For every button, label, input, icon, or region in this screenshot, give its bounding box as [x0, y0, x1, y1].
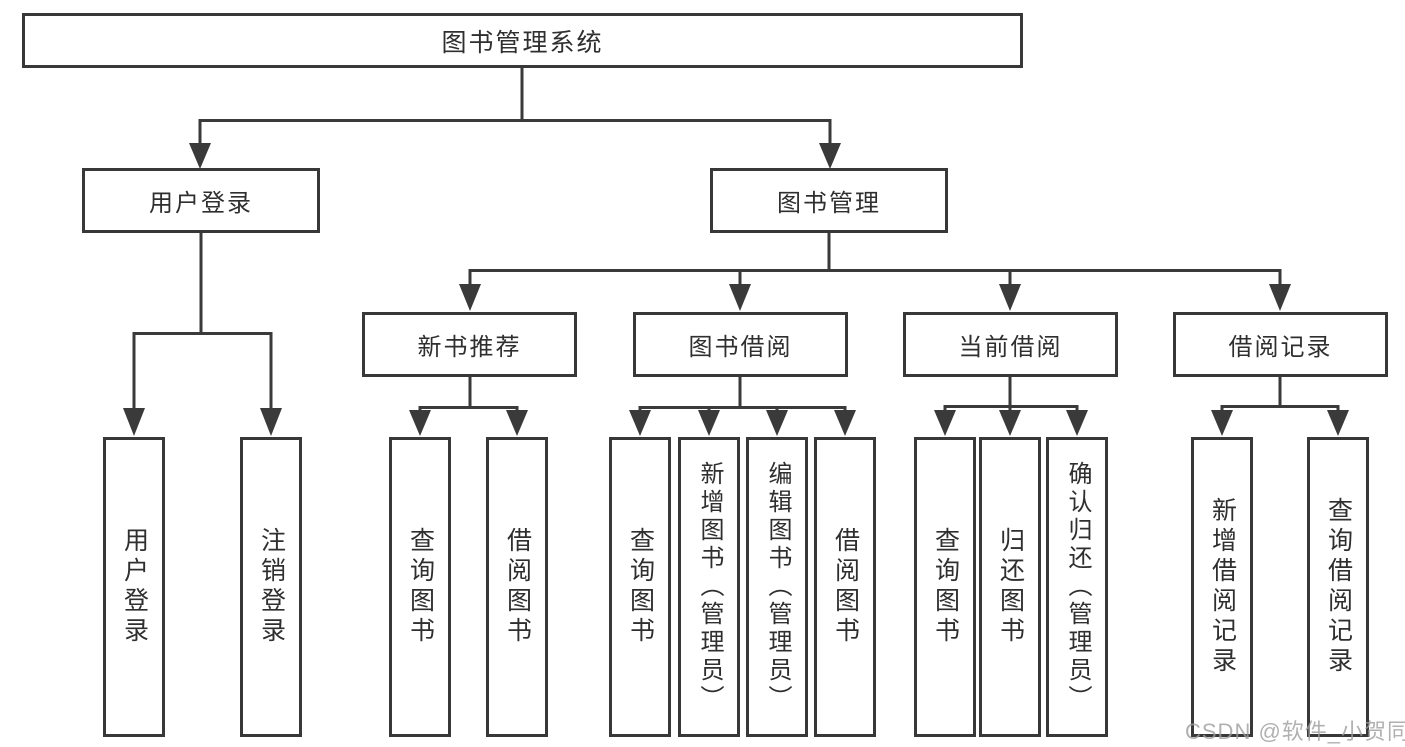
leaf-query-books-borrow: 查询图书 [609, 437, 671, 737]
leaf-borrow-books-recommend: 借阅图书 [486, 437, 548, 737]
node-label: 当前借阅 [958, 334, 1063, 361]
leaf-label: 用户登录 [120, 527, 149, 647]
node-label: 图书管理 [777, 190, 881, 217]
leaf-query-borrow-record: 查询借阅记录 [1307, 437, 1369, 737]
leaf-label: 新增图书（管理员） [696, 461, 723, 713]
node-borrow-records: 借阅记录 [1173, 312, 1388, 377]
node-root-label: 图书管理系统 [441, 28, 604, 57]
leaf-borrow-books: 借阅图书 [814, 437, 876, 737]
leaf-label: 查询借阅记录 [1324, 497, 1353, 677]
node-label: 新书推荐 [417, 334, 522, 361]
leaf-logout: 注销登录 [240, 437, 302, 737]
connector-current-borrow-children [934, 375, 1088, 436]
node-new-book-recommend: 新书推荐 [362, 312, 577, 377]
leaf-query-books-recommend: 查询图书 [389, 437, 451, 737]
leaf-label: 新增借阅记录 [1208, 497, 1237, 677]
leaf-confirm-return-admin: 确认归还（管理员） [1046, 437, 1108, 737]
leaf-label: 查询图书 [406, 527, 435, 647]
leaf-edit-books-admin: 编辑图书（管理员） [746, 437, 808, 737]
leaf-label: 借阅图书 [831, 527, 860, 647]
csdn-watermark: CSDN @软件_小贺同学 [1185, 719, 1405, 744]
connector-borrow-records-children [1211, 375, 1349, 436]
leaf-add-borrow-record: 新增借阅记录 [1191, 437, 1253, 737]
leaf-add-books-admin: 新增图书（管理员） [678, 437, 740, 737]
node-user-login: 用户登录 [82, 168, 320, 233]
node-label: 用户登录 [149, 190, 253, 217]
leaf-return-books: 归还图书 [979, 437, 1041, 737]
node-current-borrow: 当前借阅 [903, 312, 1118, 377]
node-book-management: 图书管理 [710, 168, 948, 233]
leaf-label: 借阅图书 [503, 527, 532, 647]
leaf-label: 注销登录 [257, 527, 286, 647]
connector-root-to-level2 [189, 66, 841, 169]
leaf-user-login: 用户登录 [103, 437, 165, 737]
node-root: 图书管理系统 [22, 13, 1023, 68]
connector-new-book-children [409, 375, 528, 436]
connector-user-login-children [123, 231, 282, 436]
leaf-label: 归还图书 [996, 527, 1025, 647]
leaf-label: 查询图书 [931, 527, 960, 647]
connector-book-management-children [459, 231, 1291, 311]
leaf-label: 确认归还（管理员） [1064, 461, 1091, 713]
leaf-label: 编辑图书（管理员） [764, 461, 791, 713]
node-book-borrow: 图书借阅 [633, 312, 848, 377]
node-label: 借阅记录 [1228, 334, 1333, 361]
connector-book-borrow-children [629, 375, 856, 436]
leaf-query-books-current: 查询图书 [914, 437, 976, 737]
node-label: 图书借阅 [688, 334, 793, 361]
leaf-label: 查询图书 [626, 527, 655, 647]
